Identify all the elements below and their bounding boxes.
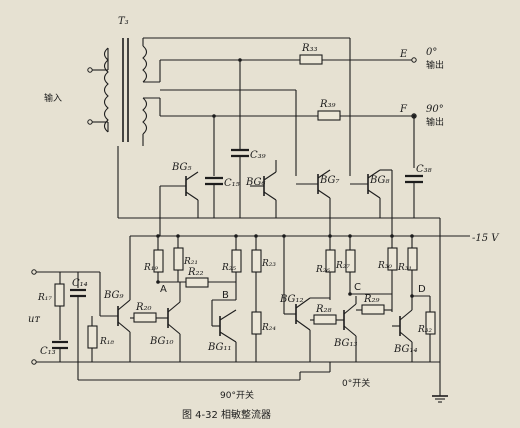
signal-label: uᴛ <box>28 314 40 325</box>
switch-90-label: 90°开关 <box>220 389 254 401</box>
capacitor-c15: C₁₅ <box>205 175 240 218</box>
output-f-angle: 90° <box>426 104 444 115</box>
bg10-label: BG₁₀ <box>149 336 174 347</box>
r18-label: R₁₈ <box>99 337 114 347</box>
capacitor-c39: C₃₉ <box>231 148 266 218</box>
bg12-label: BG₁₂ <box>279 294 304 305</box>
output-wiring: R₃₃ R₃₉ E 0° 输出 F 90° 输出 <box>159 38 444 176</box>
figure-caption: 图 4-32 相敏整流器 <box>182 408 271 421</box>
r23-label: R₂₃ <box>261 259 276 269</box>
switch-0-label: 0°开关 <box>342 377 370 389</box>
switches-and-ground: 90°开关 0°开关 <box>220 362 448 403</box>
output-e-text: 输出 <box>426 59 444 71</box>
r20-label: R₂₀ <box>135 302 152 313</box>
bg13-label: BG₁₃ <box>333 338 358 349</box>
node-a-label: A <box>160 284 167 295</box>
output-e-angle: 0° <box>426 47 437 58</box>
right-stage-d: R₃₀ R₃₁ D BG₁₄ R₃₂ <box>377 234 436 362</box>
r27-label: R₂₇ <box>335 261 350 271</box>
bg14-label: BG₁₄ <box>393 344 418 355</box>
r29-label: R₂₉ <box>363 294 380 305</box>
output-f-text: 输出 <box>426 116 444 128</box>
c13-label: C₁₃ <box>40 346 56 357</box>
c14-label: C₁₄ <box>72 278 88 289</box>
right-stage-c: R₂₆ R₂₇ C BG₁₂ R₂₈ BG₁₃ R₂ <box>279 234 392 362</box>
r33-label: R₃₃ <box>301 43 318 54</box>
bg11-label: BG₁₁ <box>207 342 232 353</box>
capacitor-c38: C₃₈ <box>405 164 432 218</box>
r25-label: R₂₅ <box>221 263 236 273</box>
r24-label: R₂₄ <box>261 323 276 333</box>
bg7-label: BG₇ <box>319 175 340 186</box>
transistor-bg7: BG₇ <box>296 169 340 236</box>
bg5-label: BG₅ <box>171 162 192 173</box>
transistor-bg8: BG₈ <box>350 169 393 236</box>
r31-label: R₃₁ <box>397 263 412 273</box>
r32-label: R₃₂ <box>417 325 432 335</box>
node-e-label: E <box>399 49 408 60</box>
bg9-label: BG₉ <box>103 290 124 301</box>
transistor-bg6: BG₆ <box>245 160 277 218</box>
supply-label: -15 V <box>472 233 500 244</box>
r30-label: R₃₀ <box>377 261 392 271</box>
middle-stage-b: R₂₅ R₂₃ B BG₁₁ R₂₄ <box>207 234 276 362</box>
node-b-label: B <box>222 290 229 301</box>
r22-label: R₂₂ <box>187 267 204 278</box>
transistor-bg5: BG₅ <box>159 162 199 236</box>
c38-label: C₃₈ <box>416 164 432 175</box>
bg8-label: BG₈ <box>369 175 390 186</box>
r21-label: R₂₁ <box>183 257 198 267</box>
r19-label: R₁₉ <box>143 263 158 273</box>
transformer-label: T₃ <box>118 16 129 27</box>
r39-label: R₃₉ <box>319 99 336 110</box>
r26-label: R₂₆ <box>315 265 330 275</box>
node-d-label: D <box>418 284 426 295</box>
r17-label: R₁₇ <box>37 293 52 303</box>
node-f-label: F <box>399 104 408 115</box>
c39-label: C₃₉ <box>250 150 266 161</box>
input-label: 输入 <box>44 92 62 104</box>
lower-left-stage: uᴛ R₁₇ C₁₃ C₁₄ R₁₈ BG₉ R₂₀ <box>28 234 440 381</box>
c15-label: C₁₅ <box>224 178 240 189</box>
transformer-t3: T₃ <box>87 16 350 146</box>
node-c-label: C <box>354 282 361 293</box>
r28-label: R₂₈ <box>315 304 332 315</box>
bg6-label: BG₆ <box>245 177 266 188</box>
